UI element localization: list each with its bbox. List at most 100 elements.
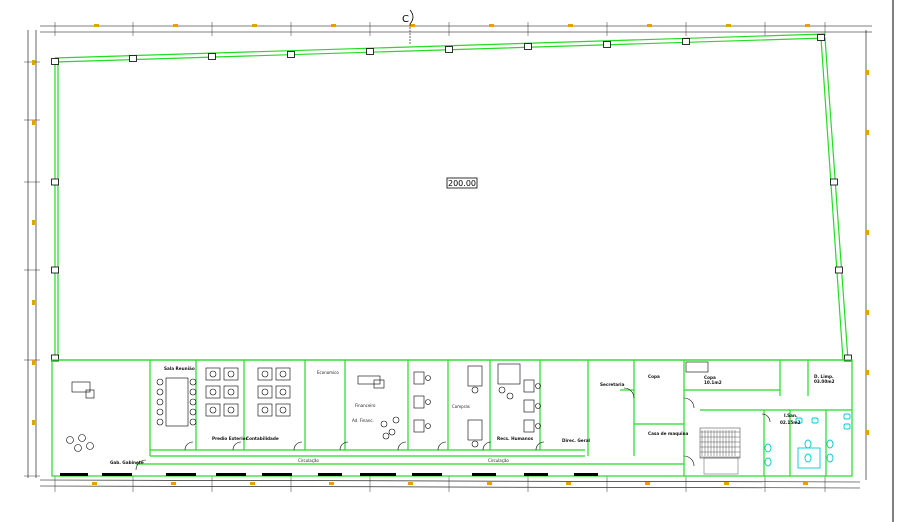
toilet-fixture (826, 439, 834, 449)
dimension-mark-top (410, 24, 415, 27)
chair (535, 403, 541, 409)
dimension-marks (32, 24, 869, 485)
dimension-mark-right (866, 370, 869, 375)
workstation-desk (257, 367, 273, 381)
sink-fixture (843, 423, 851, 430)
desk (413, 371, 425, 385)
window-strip (166, 473, 196, 476)
room-label-compras: Compras (452, 404, 470, 409)
chair (209, 370, 217, 378)
workstation-desk (223, 367, 239, 381)
workstation-desk (275, 403, 291, 417)
dimension-mark-right (866, 230, 869, 235)
room-label-copa: Copa (648, 374, 660, 379)
chair (279, 370, 287, 378)
dimension-mark-bottom (329, 482, 334, 485)
dimension-mark-left (32, 60, 35, 65)
chair (189, 388, 197, 396)
chair (189, 378, 197, 386)
dimension-mark-left (32, 420, 35, 425)
column (817, 34, 825, 41)
open-area-outline (54, 33, 849, 361)
stair-core (699, 427, 741, 475)
toilet-fixture (804, 439, 812, 449)
sanitary-fixtures (764, 413, 851, 469)
toilet-fixture (764, 443, 772, 453)
column (844, 354, 852, 362)
room-label-copa-sub: 10.1m2 (704, 380, 722, 385)
window-strip (524, 473, 548, 476)
window-strip (412, 473, 442, 476)
chair (156, 398, 164, 406)
column (524, 43, 532, 50)
desk (523, 399, 535, 413)
desk (413, 395, 425, 409)
column (830, 178, 838, 186)
workstation-desk (275, 385, 291, 399)
room-label-gabinete: Gab. Gabinete (110, 460, 144, 465)
chair (227, 406, 235, 414)
workstation-desk (205, 367, 221, 381)
dimension-mark-bottom (724, 482, 729, 485)
chair (261, 406, 269, 414)
window-strip (472, 473, 496, 476)
lounge-chair (86, 442, 94, 450)
column (835, 266, 843, 274)
dimension-mark-top (489, 24, 494, 27)
window-strip (216, 473, 246, 476)
section-mark-text: C (402, 14, 409, 25)
chair (425, 423, 431, 429)
dimension-mark-bottom (92, 482, 97, 485)
column (51, 266, 59, 274)
workstation-desk (275, 367, 291, 381)
lounge-chair (74, 444, 82, 452)
room-label-sala-reuniao: Sala Reunião (164, 366, 195, 371)
window-strip (360, 473, 396, 476)
dimension-mark-bottom (566, 482, 571, 485)
desk (467, 419, 483, 441)
room-label-direcao-geral: Direc. Geral (562, 438, 591, 443)
workstation-desk (205, 385, 221, 399)
structural-grid-ticks (24, 22, 826, 492)
workstation-desk (257, 385, 273, 399)
room-label-financeiro: Financeiro (355, 403, 376, 408)
chair (506, 392, 514, 400)
office-furniture (66, 361, 709, 452)
column (366, 48, 374, 55)
dimension-mark-top (805, 24, 810, 27)
lounge-chair (66, 436, 74, 444)
chair (425, 375, 431, 381)
desk (71, 381, 91, 393)
dimension-mark-top (252, 24, 257, 27)
shower-stall (797, 447, 821, 469)
dimension-mark-left (32, 120, 35, 125)
sink-fixture (811, 417, 819, 424)
section-marker: C (402, 9, 414, 44)
window-strip (574, 473, 598, 476)
column (682, 38, 690, 45)
dimension-mark-bottom (250, 482, 255, 485)
desk (497, 363, 521, 385)
window-strip (102, 473, 132, 476)
facade-window-strips (60, 473, 598, 476)
dimension-mark-top (568, 24, 573, 27)
room-label-isg-sub: 02.15m2 (780, 420, 801, 425)
dimension-mark-right (866, 70, 869, 75)
workstation-desk (205, 403, 221, 417)
chair (189, 398, 197, 406)
room-label-deposito: D. Limp. (814, 374, 834, 379)
room-label-rec-humanos: Recs. Humanos (497, 436, 534, 441)
workstation-desk (223, 385, 239, 399)
dimension-mark-right (866, 430, 869, 435)
column (445, 46, 453, 53)
conference-table (165, 377, 189, 427)
window-strip (262, 473, 292, 476)
chair (209, 406, 217, 414)
kitchen-counter (685, 361, 709, 373)
chair (156, 408, 164, 416)
chair (156, 378, 164, 386)
dimension-mark-left (32, 360, 35, 365)
chair (156, 388, 164, 396)
room-label-predio-exterior: Predio Exterior (212, 436, 249, 441)
